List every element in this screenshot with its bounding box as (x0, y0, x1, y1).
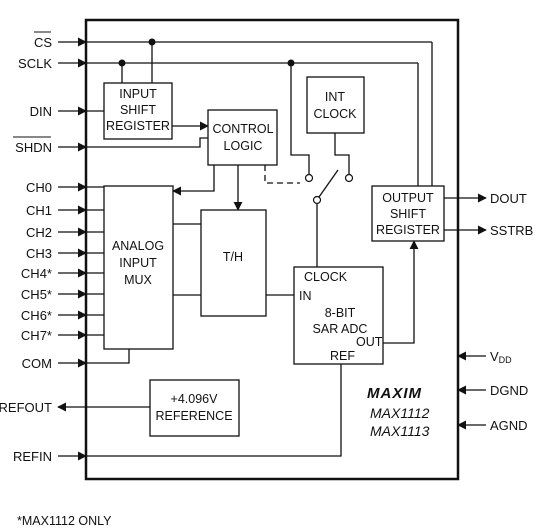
svg-text:CLOCK: CLOCK (313, 107, 357, 121)
pin-cs: CS (34, 35, 52, 50)
pin-sclk: SCLK (18, 56, 52, 71)
pin-ch7: CH7* (21, 328, 52, 343)
svg-text:REGISTER: REGISTER (376, 223, 440, 237)
part-number-1: MAX1112 (370, 405, 430, 421)
input-shift-register-block: INPUT SHIFT REGISTER (103, 82, 173, 140)
junction-dots (118, 38, 295, 67)
svg-text:+4.096V: +4.096V (171, 392, 219, 406)
pin-labels-left: CS SCLK DIN SHDN CH0 CH1 CH2 CH3 CH4* CH… (0, 31, 52, 464)
svg-text:MUX: MUX (124, 273, 152, 287)
int-clock-block: INT CLOCK (306, 76, 365, 134)
output-shift-register-block: OUTPUT SHIFT REGISTER (371, 185, 445, 242)
pin-ch4: CH4* (21, 266, 52, 281)
footnote: *MAX1112 ONLY (17, 514, 112, 528)
pin-sstrb: SSTRB (490, 223, 533, 238)
sar-adc-block: CLOCK IN 8-BIT SAR ADC OUT REF (293, 266, 384, 365)
svg-text:INPUT: INPUT (119, 87, 157, 101)
pin-labels-right: DOUT SSTRB VDD DGND AGND (490, 191, 533, 433)
pin-shdn: SHDN (15, 140, 52, 155)
pin-din: DIN (30, 104, 52, 119)
analog-input-mux-block: ANALOG INPUT MUX (103, 185, 174, 350)
reference-block: +4.096V REFERENCE (149, 379, 240, 437)
svg-text:REFERENCE: REFERENCE (155, 409, 232, 423)
control-logic-block: CONTROL LOGIC (207, 109, 278, 166)
pin-ch1: CH1 (26, 203, 52, 218)
svg-text:SAR ADC: SAR ADC (313, 322, 368, 336)
pin-ch2: CH2 (26, 225, 52, 240)
svg-text:INT: INT (325, 90, 346, 104)
input-pin-arrows (57, 37, 150, 461)
svg-text:T/H: T/H (223, 250, 243, 264)
svg-text:OUTPUT: OUTPUT (382, 191, 434, 205)
svg-text:IN: IN (299, 289, 312, 303)
svg-text:CLOCK: CLOCK (304, 270, 348, 284)
track-hold-block: T/H (200, 209, 267, 317)
pin-ch6: CH6* (21, 308, 52, 323)
svg-text:ANALOG: ANALOG (112, 239, 164, 253)
svg-text:CONTROL: CONTROL (212, 122, 273, 136)
svg-text:REGISTER: REGISTER (106, 119, 170, 133)
part-number-2: MAX1113 (370, 423, 430, 439)
pin-agnd: AGND (490, 418, 528, 433)
maxim-logo: MAXIM (367, 385, 422, 402)
pin-dout: DOUT (490, 191, 527, 206)
pin-dgnd: DGND (490, 383, 528, 398)
pin-ch0: CH0 (26, 180, 52, 195)
svg-text:LOGIC: LOGIC (224, 139, 263, 153)
svg-text:SHIFT: SHIFT (120, 103, 156, 117)
svg-text:8-BIT: 8-BIT (325, 306, 356, 320)
pin-vdd: VDD (490, 349, 512, 365)
pin-com: COM (22, 356, 52, 371)
clock-select-switch (304, 169, 354, 205)
pin-ch3: CH3 (26, 246, 52, 261)
svg-text:SHIFT: SHIFT (390, 207, 426, 221)
svg-text:REF: REF (330, 349, 355, 363)
pin-refin: REFIN (13, 449, 52, 464)
svg-text:INPUT: INPUT (119, 256, 157, 270)
pin-refout: REFOUT (0, 400, 52, 415)
pin-ch5: CH5* (21, 287, 52, 302)
svg-text:OUT: OUT (356, 335, 383, 349)
